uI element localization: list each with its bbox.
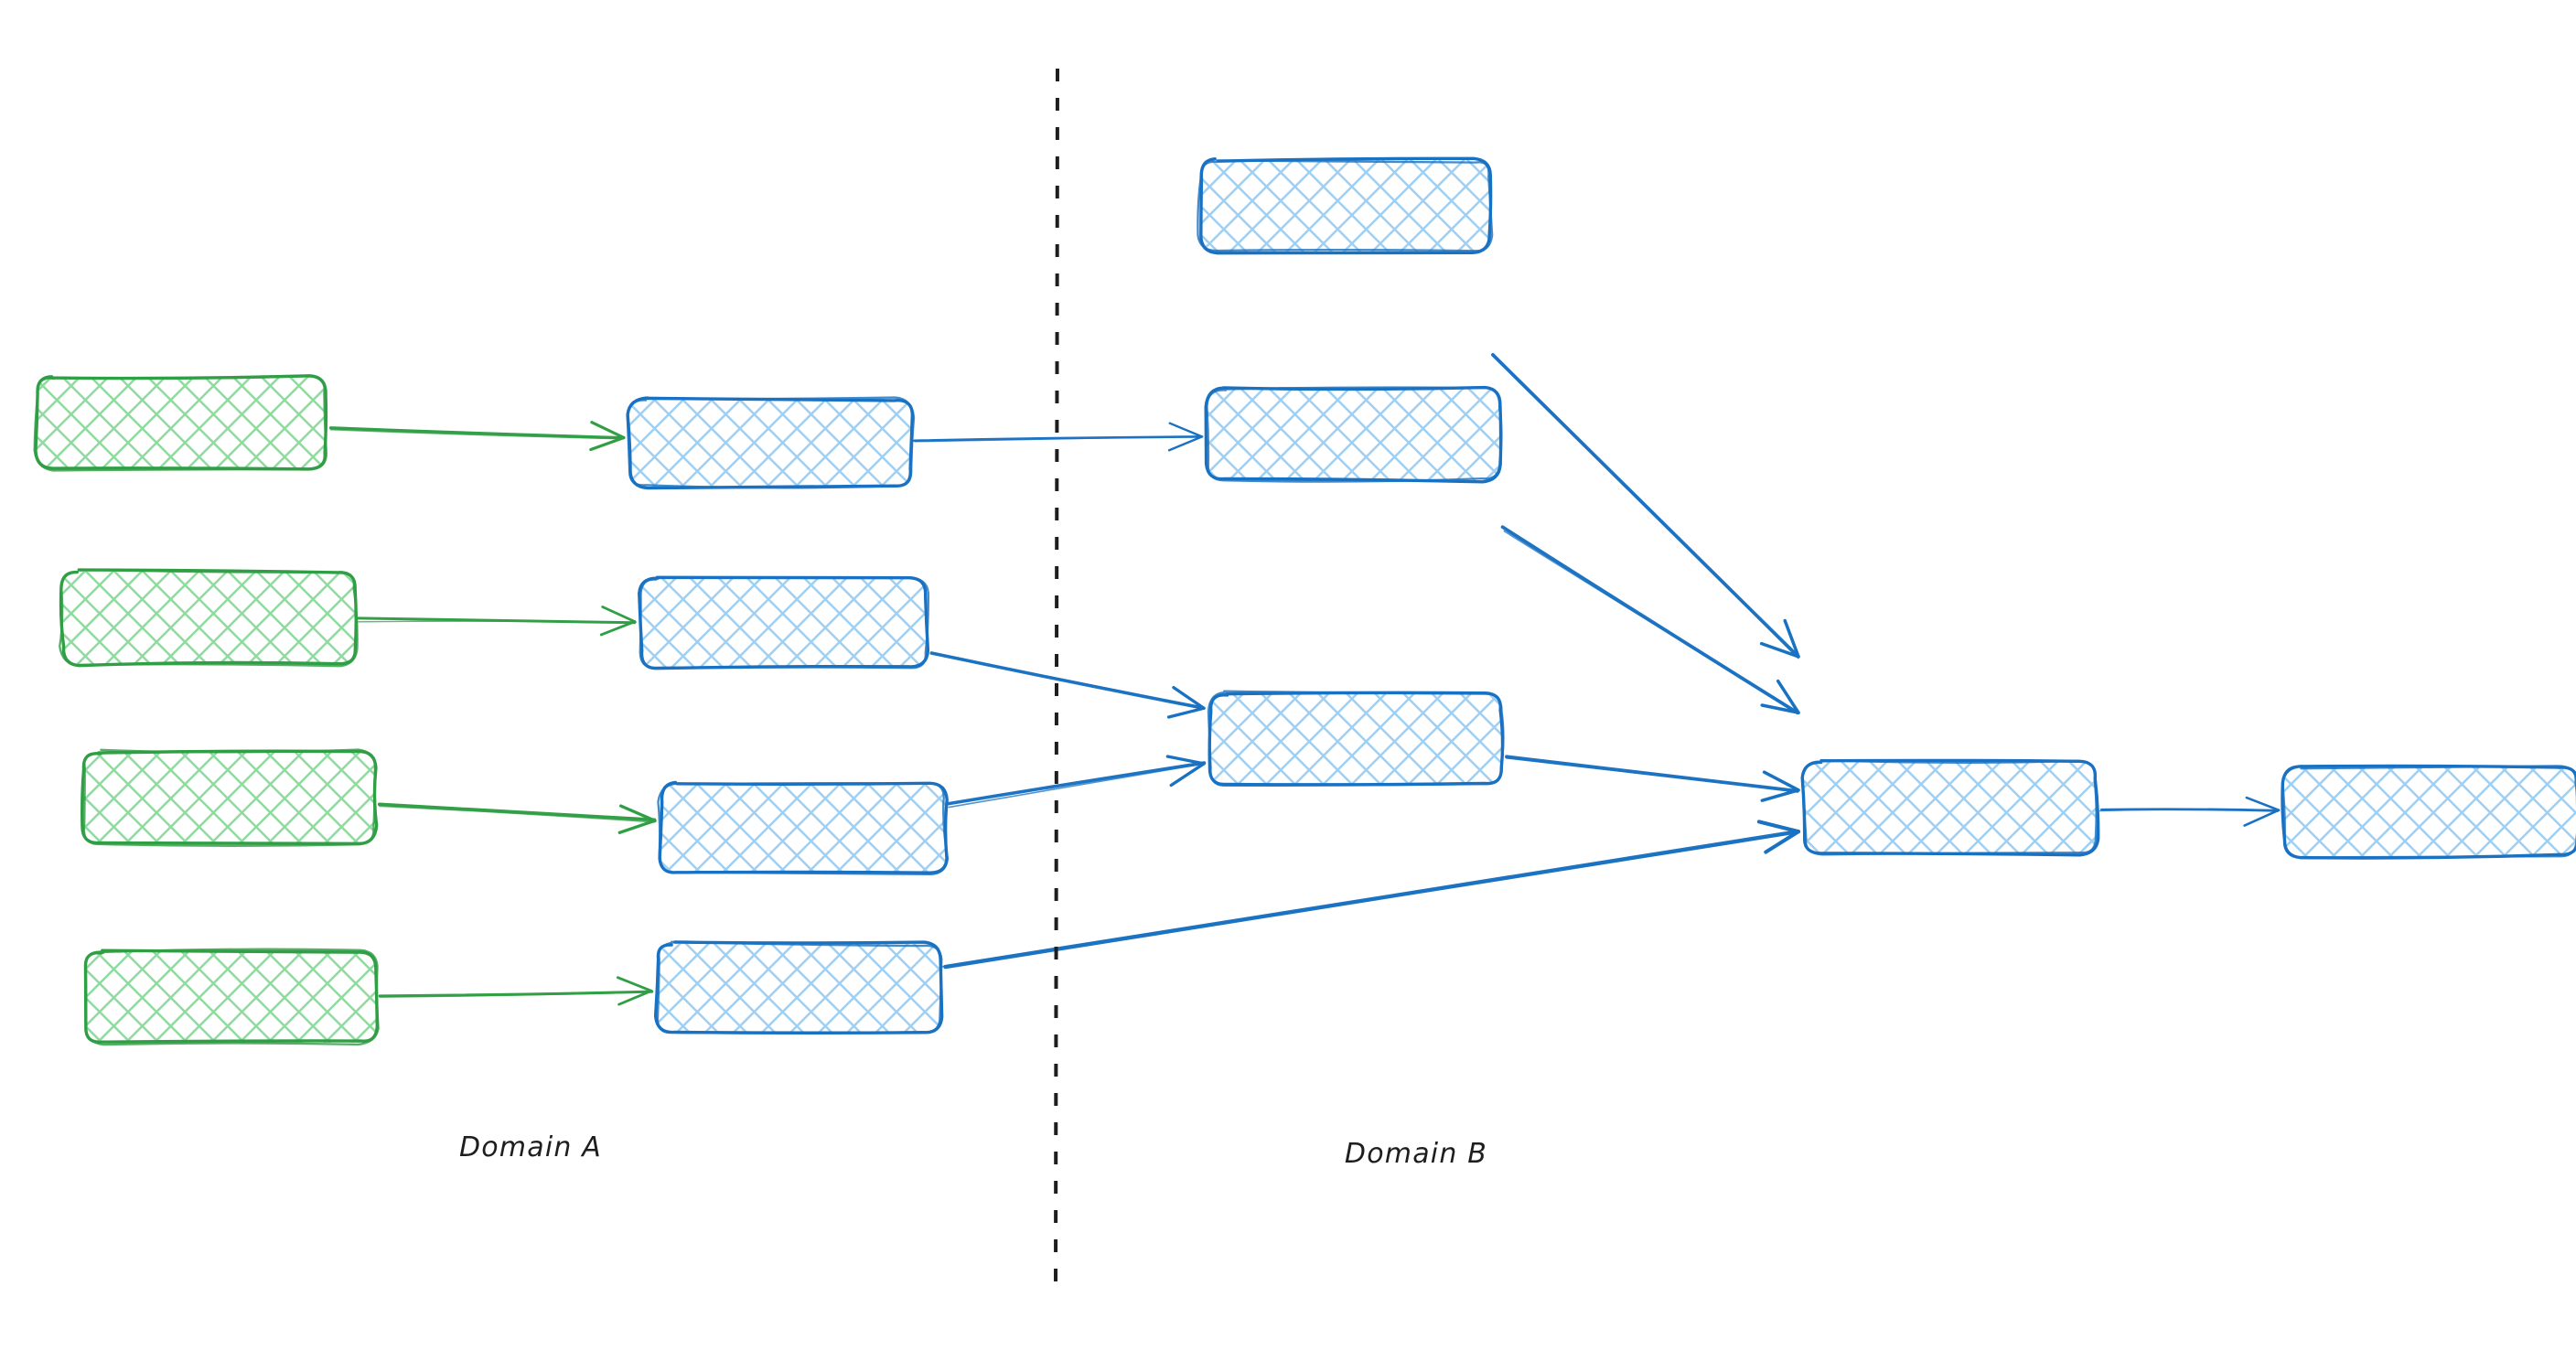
edge-arrowhead <box>1165 755 1206 766</box>
edge-arrowhead <box>599 620 637 637</box>
node-outline <box>1207 690 1505 788</box>
edge-shaft <box>378 805 656 823</box>
edge-arrowhead <box>1168 422 1204 438</box>
edge-arrowhead <box>1166 706 1206 719</box>
node-c2[interactable] <box>1204 385 1503 484</box>
edge-arrowhead <box>1762 770 1800 792</box>
edge-arrowhead <box>1783 618 1800 659</box>
edge-arrowhead <box>590 421 626 440</box>
node-fill <box>1209 693 1502 785</box>
edge-shaft <box>1505 756 1800 792</box>
node-fill <box>1200 160 1490 252</box>
node-fill <box>62 572 356 664</box>
node-outline <box>657 782 950 875</box>
edge-arrowhead <box>619 804 657 822</box>
node-fill <box>85 951 376 1043</box>
edge-arrowhead <box>617 989 653 1006</box>
node-fill <box>1208 389 1500 480</box>
node-d1[interactable] <box>1800 758 2100 857</box>
node-outline <box>84 948 380 1046</box>
node-b2[interactable] <box>638 575 930 670</box>
edge-a2-to-b2 <box>357 606 637 637</box>
node-outline <box>626 396 916 489</box>
edge-a3-to-b3 <box>377 802 657 835</box>
edge-b2-to-c3 <box>929 651 1206 719</box>
node-fill <box>657 944 940 1034</box>
node-a3[interactable] <box>80 748 379 847</box>
node-fill <box>37 377 327 468</box>
nodes-layer <box>33 156 2576 1046</box>
edge-shaft <box>929 652 1206 710</box>
node-fill <box>2284 766 2576 856</box>
edge-c3-to-d1 <box>1505 755 1800 802</box>
node-c3[interactable] <box>1207 690 1505 788</box>
node-outline <box>2281 765 2576 859</box>
edge-b3-to-c3 <box>947 755 1207 809</box>
node-outline <box>1197 159 1494 252</box>
node-fill <box>1804 762 2097 853</box>
edge-a4-to-b4 <box>378 976 654 1006</box>
edge-arrowhead <box>617 819 657 835</box>
node-fill <box>640 578 927 668</box>
edge-arrowhead <box>1172 686 1206 710</box>
node-outline <box>59 568 359 668</box>
node-outline <box>33 375 328 472</box>
node-b4[interactable] <box>653 940 944 1034</box>
labels-layer: Domain A Domain B <box>459 1131 1487 1170</box>
node-fill <box>82 752 375 843</box>
edge-shaft <box>2098 809 2281 812</box>
edge-shaft <box>357 620 637 623</box>
node-outline <box>1206 386 1503 483</box>
edge-arrowhead <box>1760 788 1800 802</box>
edge-arrowhead <box>1764 830 1801 854</box>
edge-shaft <box>948 763 1205 809</box>
edge-shaft <box>947 761 1207 806</box>
edge-arrowhead <box>589 435 626 452</box>
edge-shaft <box>1503 530 1799 713</box>
node-b1[interactable] <box>626 396 916 490</box>
edge-arrowhead <box>1169 762 1206 788</box>
edge-arrowhead <box>616 976 653 992</box>
edge-shaft <box>378 990 654 998</box>
edge-shaft <box>941 831 1801 968</box>
edge-shaft <box>915 435 1204 443</box>
node-a1[interactable] <box>33 374 328 472</box>
edge-arrowhead <box>1759 641 1800 659</box>
label-domain-b: Domain B <box>1345 1138 1487 1170</box>
node-outline <box>82 748 377 847</box>
edge-arrowhead <box>1776 679 1800 714</box>
node-fill <box>629 399 912 487</box>
label-domain-a: Domain A <box>459 1131 602 1163</box>
node-e1[interactable] <box>2281 764 2576 860</box>
edge-arrowhead <box>1756 820 1801 834</box>
node-a2[interactable] <box>59 568 359 668</box>
edge-b4-to-d1 <box>941 820 1801 970</box>
edge-shaft <box>329 428 624 440</box>
node-outline <box>1801 758 2098 856</box>
edge-arrowhead <box>601 606 637 623</box>
node-c1[interactable] <box>1197 156 1494 255</box>
edge-arrowhead <box>1760 703 1800 714</box>
edge-c1-to-d1 <box>1491 353 1800 659</box>
node-outline <box>639 575 930 670</box>
edges-layer <box>328 353 2281 1006</box>
edge-a1-to-b1 <box>328 421 626 452</box>
edge-b1-to-c2 <box>913 422 1204 452</box>
node-outline <box>1199 156 1493 255</box>
node-a4[interactable] <box>83 948 380 1046</box>
edge-shaft <box>379 991 653 998</box>
edge-arrowhead <box>1167 435 1204 452</box>
edge-shaft <box>1492 355 1799 659</box>
edge-shaft <box>377 802 657 822</box>
node-outline <box>656 940 943 1034</box>
edge-arrowhead <box>2245 796 2281 812</box>
edge-arrowhead <box>2243 809 2281 827</box>
edge-d1-to-e1 <box>2098 796 2281 827</box>
node-b3[interactable] <box>657 780 950 875</box>
edge-shaft <box>328 426 625 440</box>
edge-c2-to-d1 <box>1500 525 1800 715</box>
node-fill <box>660 784 946 874</box>
